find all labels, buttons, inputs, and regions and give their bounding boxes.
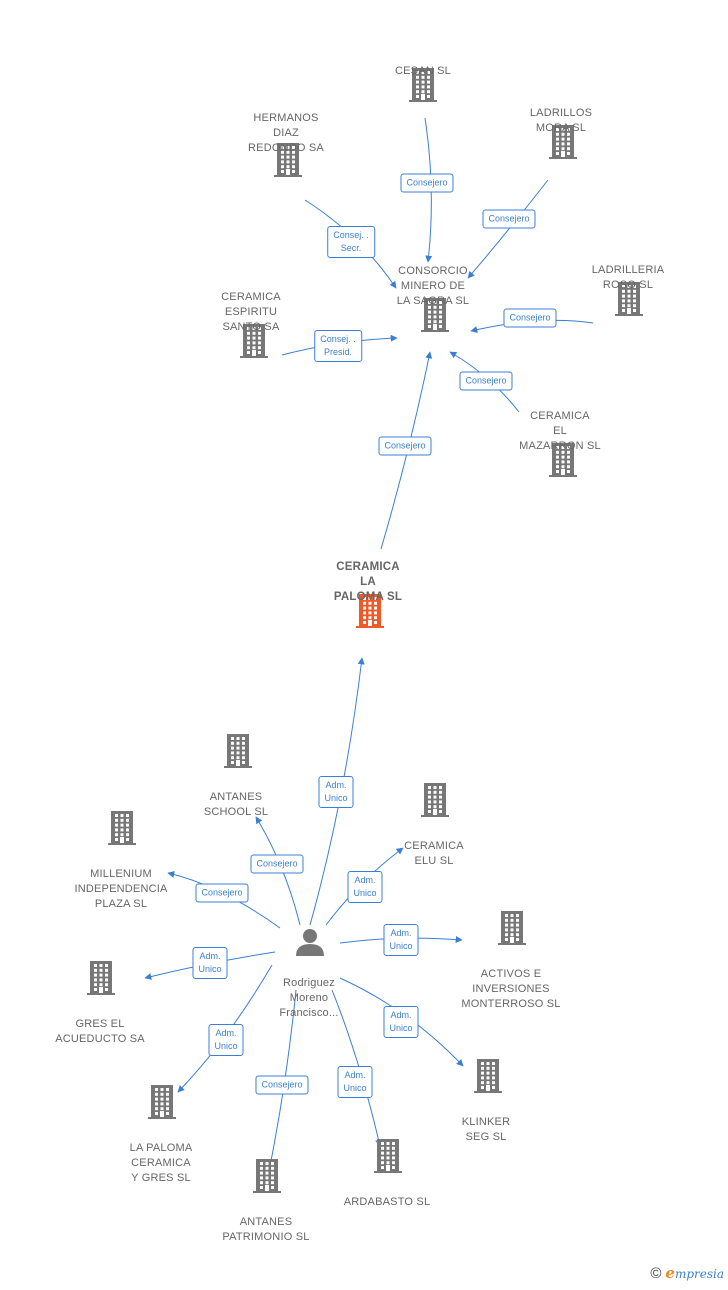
building-icon[interactable] bbox=[473, 1059, 503, 1098]
edge-label[interactable]: Consej. . Presid. bbox=[314, 330, 362, 362]
edge-label[interactable]: Consejero bbox=[482, 209, 536, 229]
node-label-activos[interactable]: ACTIVOS E INVERSIONES MONTERROSO SL bbox=[461, 968, 561, 1010]
node-label-antanes-patrimonio[interactable]: ANTANES PATRIMONIO SL bbox=[222, 1216, 310, 1243]
building-icon[interactable] bbox=[408, 68, 438, 107]
edge-label[interactable]: Consejero bbox=[255, 1075, 309, 1095]
building-icon[interactable] bbox=[147, 1085, 177, 1124]
edge-ladrillos-mora-to-consorcio bbox=[467, 179, 549, 279]
building-icon[interactable] bbox=[420, 298, 450, 337]
node-label-hermanos[interactable]: HERMANOS DIAZ REDONDO SA bbox=[248, 112, 324, 154]
edge-label[interactable]: Consejero bbox=[400, 173, 454, 193]
building-icon[interactable] bbox=[614, 282, 644, 321]
empresia-logo[interactable]: empresia bbox=[665, 1264, 724, 1282]
node-label-cesan[interactable]: CESAN SL bbox=[394, 65, 452, 77]
node-label-millenium[interactable]: MILLENIUM INDEPENDENCIA PLAZA SL bbox=[74, 868, 168, 910]
edge-label[interactable]: Adm. Unico bbox=[383, 1006, 419, 1038]
building-icon[interactable] bbox=[107, 811, 137, 850]
edge-label[interactable]: Consejero bbox=[378, 436, 432, 456]
node-label-ceramica-elu[interactable]: CERAMICA ELU SL bbox=[404, 840, 464, 867]
building-icon[interactable] bbox=[373, 1139, 403, 1178]
edge-label[interactable]: Consej. . Secr. bbox=[327, 226, 375, 258]
node-label-ardabasto[interactable]: ARDABASTO SL bbox=[343, 1196, 431, 1208]
node-label-ladrilleria[interactable]: LADRILLERIA ROSO SL bbox=[591, 264, 665, 291]
building-icon[interactable] bbox=[223, 734, 253, 773]
edge-label[interactable]: Adm. Unico bbox=[347, 871, 383, 903]
node-label-ladrillos-mora[interactable]: LADRILLOS MORA SL bbox=[529, 107, 593, 134]
edge-label[interactable]: Consejero bbox=[195, 883, 249, 903]
edge-label[interactable]: Consejero bbox=[459, 371, 513, 391]
building-icon[interactable] bbox=[252, 1159, 282, 1198]
building-icon[interactable] bbox=[548, 443, 578, 482]
building-icon[interactable] bbox=[497, 911, 527, 950]
edge-label[interactable]: Consejero bbox=[503, 308, 557, 328]
edge-label[interactable]: Adm. Unico bbox=[208, 1024, 244, 1056]
building-icon[interactable] bbox=[273, 143, 303, 182]
building-icon[interactable] bbox=[355, 594, 385, 633]
node-label-espiritu[interactable]: CERAMICA ESPIRITU SANTO SA bbox=[221, 291, 281, 333]
node-label-paloma[interactable]: CERAMICA LA PALOMA SL bbox=[333, 561, 403, 603]
building-icon[interactable] bbox=[239, 324, 269, 363]
edge-label[interactable]: Adm. Unico bbox=[383, 924, 419, 956]
edge-label[interactable]: Adm. Unico bbox=[337, 1066, 373, 1098]
building-icon[interactable] bbox=[420, 783, 450, 822]
edge-label[interactable]: Consejero bbox=[250, 854, 304, 874]
node-label-gres[interactable]: GRES EL ACUEDUCTO SA bbox=[55, 1018, 145, 1045]
node-label-person[interactable]: Rodriguez Moreno Francisco... bbox=[279, 977, 339, 1019]
node-label-paloma-gres[interactable]: LA PALOMA CERAMICA Y GRES SL bbox=[129, 1142, 193, 1184]
building-icon[interactable] bbox=[548, 125, 578, 164]
footer-brand: © empresia bbox=[650, 1264, 724, 1282]
node-label-klinker[interactable]: KLINKER SEG SL bbox=[461, 1116, 511, 1143]
edge-label[interactable]: Adm. Unico bbox=[318, 776, 354, 808]
building-icon[interactable] bbox=[86, 961, 116, 1000]
node-label-antanes-school[interactable]: ANTANES SCHOOL SL bbox=[203, 791, 269, 818]
node-label-mazarron[interactable]: CERAMICA EL MAZARRON SL bbox=[519, 410, 601, 452]
node-label-consorcio[interactable]: CONSORCIO MINERO DE LA SAGRA SL bbox=[396, 265, 470, 307]
copyright-symbol: © bbox=[650, 1264, 662, 1282]
person-icon[interactable] bbox=[295, 927, 325, 962]
edge-label[interactable]: Adm. Unico bbox=[192, 947, 228, 979]
edge-person-to-ardabasto bbox=[331, 989, 382, 1147]
